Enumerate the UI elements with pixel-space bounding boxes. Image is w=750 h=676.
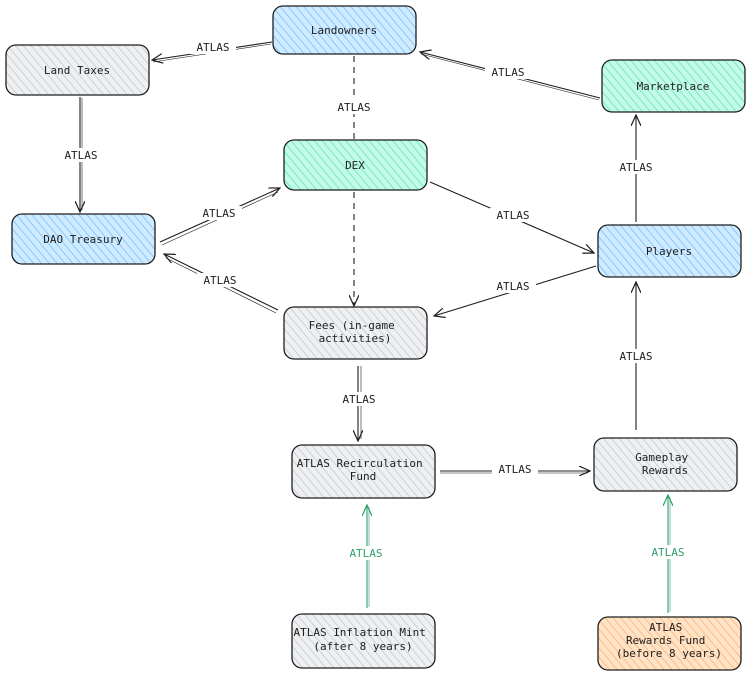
node-label: DEX xyxy=(345,159,365,172)
node-dex[interactable]: DEX xyxy=(283,139,428,191)
node-label: Gameplay Rewards xyxy=(635,451,695,477)
node-marketplace[interactable]: Marketplace xyxy=(601,59,746,113)
node-label: Players xyxy=(646,245,692,258)
node-players[interactable]: Players xyxy=(597,224,742,278)
node-rewards-fund[interactable]: ATLAS Rewards Fund (before 8 years) xyxy=(597,616,742,671)
node-label: DAO Treasury xyxy=(43,233,123,246)
node-dao-treasury[interactable]: DAO Treasury xyxy=(11,213,156,265)
edge-landowners-to-land-taxes: ATLAS xyxy=(152,40,273,62)
edge-recirculation-to-gameplay: ATLAS xyxy=(440,462,590,476)
edge-label: ATLAS xyxy=(619,350,652,363)
edge-dex-to-players: ATLAS xyxy=(429,181,594,253)
edge-label: ATLAS xyxy=(337,101,370,114)
edge-players-to-fees: ATLAS xyxy=(434,265,597,316)
edge-land-taxes-to-dao: ATLAS xyxy=(58,97,104,212)
edge-label: ATLAS xyxy=(651,546,684,559)
edge-label: ATLAS xyxy=(342,393,375,406)
node-label: Land Taxes xyxy=(44,64,110,77)
node-label: ATLAS Recirculation Fund xyxy=(297,457,429,483)
nodes: Landowners Land Taxes Marketplace DEX DA xyxy=(5,5,746,671)
node-label: Landowners xyxy=(311,24,377,37)
edge-fees-to-dao: ATLAS xyxy=(164,254,279,314)
node-recirculation-fund[interactable]: ATLAS Recirculation Fund xyxy=(291,444,436,499)
node-fees[interactable]: Fees (in-game activities) xyxy=(283,306,428,360)
edge-players-to-marketplace: ATLAS xyxy=(613,115,659,222)
edge-marketplace-to-landowners: ATLAS xyxy=(420,52,601,101)
node-label: ATLAS Rewards Fund (before 8 years) xyxy=(616,621,722,660)
edge-label: ATLAS xyxy=(203,274,236,287)
node-label: ATLAS Inflation Mint (after 8 years) xyxy=(293,626,432,653)
edge-gameplay-to-players: ATLAS xyxy=(613,282,659,430)
edge-label: ATLAS xyxy=(349,547,382,560)
edge-label: ATLAS xyxy=(196,41,229,54)
edges: ATLAS ATLAS ATLAS ATLAS ATLAS xyxy=(58,40,691,613)
edge-label: ATLAS xyxy=(64,149,97,162)
node-gameplay-rewards[interactable]: Gameplay Rewards xyxy=(593,437,738,492)
edge-dao-to-dex: ATLAS xyxy=(159,188,280,246)
edge-label: ATLAS xyxy=(202,207,235,220)
edge-label: ATLAS xyxy=(496,280,529,293)
edge-label: ATLAS xyxy=(496,209,529,222)
node-landowners[interactable]: Landowners xyxy=(272,5,417,55)
edge-fees-to-recirculation: ATLAS xyxy=(336,366,382,441)
edge-inflation-to-recirculation: ATLAS xyxy=(343,505,389,608)
node-land-taxes[interactable]: Land Taxes xyxy=(5,44,150,96)
node-label: Marketplace xyxy=(637,80,710,93)
node-inflation-mint[interactable]: ATLAS Inflation Mint (after 8 years) xyxy=(291,613,436,669)
edge-rewards-fund-to-gameplay: ATLAS xyxy=(645,495,691,613)
edge-label: ATLAS xyxy=(491,66,524,79)
node-label: Fees (in-game activities) xyxy=(309,319,402,345)
edge-label: ATLAS xyxy=(498,463,531,476)
edge-landowners-dex-dashed: ATLAS xyxy=(331,56,377,140)
edge-label: ATLAS xyxy=(619,161,652,174)
